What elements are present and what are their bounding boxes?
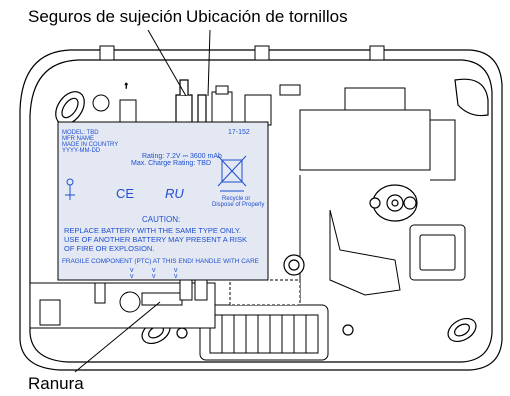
svg-text:v: v xyxy=(152,273,156,280)
caution-line-2: USE OF ANOTHER BATTERY MAY PRESENT A RIS… xyxy=(64,235,247,244)
recycle-line-2: Dispose of Properly xyxy=(212,202,264,208)
svg-text:↑: ↑ xyxy=(124,80,129,90)
top-right-tab xyxy=(454,78,489,117)
leader-clips xyxy=(147,29,187,97)
svg-text:v: v xyxy=(152,267,156,274)
recycle-line-1: Recycle or xyxy=(222,196,250,202)
svg-text:v: v xyxy=(174,273,178,280)
weee-bin-icon xyxy=(217,155,247,192)
ru-mark-icon: RU xyxy=(165,186,184,201)
model-line-4: YYYY-MM-DD xyxy=(62,148,101,154)
round-connector xyxy=(369,184,418,222)
fragile-arrows: vv vv vv xyxy=(130,267,178,280)
caution-line-3: OF FIRE OR EXPLOSION. xyxy=(64,244,154,253)
leader-screws xyxy=(207,29,211,97)
callout-slot: Ranura xyxy=(28,374,84,393)
svg-text:v: v xyxy=(130,267,134,274)
screw-position-block xyxy=(211,84,301,126)
battery-compartment xyxy=(29,279,301,329)
model-line-2: MFR NAME xyxy=(62,136,94,142)
caution-title: CAUTION: xyxy=(142,215,180,224)
model-line-1: MODEL: TBD xyxy=(62,130,99,136)
right-mechanism xyxy=(299,87,466,300)
caution-line-1: REPLACE BATTERY WITH THE SAME TYPE ONLY. xyxy=(64,226,241,235)
svg-text:v: v xyxy=(174,267,178,274)
part-number: 17-152 xyxy=(228,129,250,136)
callout-screw-locations: Ubicación de tornillos xyxy=(186,7,348,26)
leader-slot xyxy=(74,301,161,373)
rating-line-1: Rating: 7.2V ⎓ 3600 mAh xyxy=(142,153,222,160)
rating-line-2: Max. Charge Rating: TBD xyxy=(131,160,211,167)
battery-label: MODEL: TBD MFR NAME MADE IN COUNTRY YYYY… xyxy=(57,121,269,281)
svg-text:v: v xyxy=(130,273,134,280)
terminal-strip xyxy=(199,304,329,361)
mounting-hole-bottom-right xyxy=(342,317,477,343)
fuse-symbol-icon xyxy=(65,178,75,200)
top-clips xyxy=(99,45,385,61)
callout-securing-clips: Seguros de sujeción xyxy=(28,7,183,26)
top-component: ↑ xyxy=(92,80,137,127)
leader-lines xyxy=(74,29,211,373)
housing-outline xyxy=(19,49,503,371)
ce-mark-icon: CE xyxy=(116,186,134,201)
screw-boss-middle xyxy=(283,254,305,276)
fragile-warning: FRAGILE COMPONENT (PTC) AT THIS END! HAN… xyxy=(62,258,259,265)
model-line-3: MADE IN COUNTRY xyxy=(62,142,118,148)
